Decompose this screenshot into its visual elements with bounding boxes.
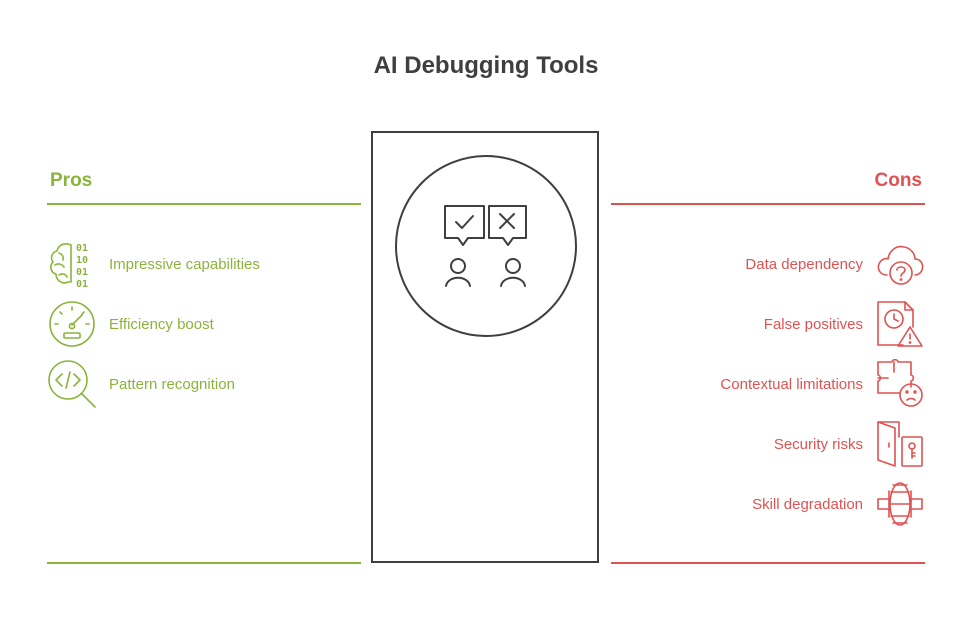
door-lock-icon [877,421,923,467]
con-label: Security risks [773,435,863,453]
pros-heading: Pros [50,170,93,191]
document-clock-warning-icon [877,301,923,347]
cons-top-rule [611,203,925,205]
diagram-title: AI Debugging Tools [373,52,599,79]
gear-axle-icon [877,482,923,526]
binary-brain-icon: 01 10 01 01 [50,243,88,289]
pro-item-efficiency-boost: Efficiency boost [47,299,214,349]
con-item-data-dependency: Data dependency [745,239,925,289]
code-search-icon [48,360,96,408]
pro-item-pattern-recognition: Pattern recognition [47,359,235,409]
con-label: Data dependency [745,255,863,273]
center-circle [395,155,577,337]
pro-label: Pattern recognition [109,375,235,393]
cloud-question-icon [877,245,924,285]
cons-bottom-rule [611,562,925,564]
pro-label: Impressive capabilities [109,255,260,273]
con-item-skill-degradation: Skill degradation [752,479,925,529]
con-label: Skill degradation [752,495,863,513]
speedometer-icon [49,301,95,347]
cons-heading: Cons [874,170,923,191]
con-label: False positives [763,315,863,333]
binary-digits-row-1: 01 [76,243,88,254]
con-item-contextual-limitations: Contextual limitations [720,359,925,409]
con-item-false-positives: False positives [764,299,925,349]
puzzle-face-icon [877,359,923,407]
pro-label: Efficiency boost [109,315,214,333]
pros-top-rule [47,203,361,205]
binary-digits-row-3: 01 [76,267,88,278]
pros-bottom-rule [47,562,361,564]
pro-item-impressive-capabilities: 01 10 01 01 Impressive capabilities [47,239,260,289]
binary-digits-row-2: 10 [76,255,88,266]
people-approve-reject-icon [444,205,527,287]
con-label: Contextual limitations [720,375,863,393]
con-item-security-risks: Security risks [774,419,925,469]
binary-digits-row-4: 01 [76,279,88,289]
